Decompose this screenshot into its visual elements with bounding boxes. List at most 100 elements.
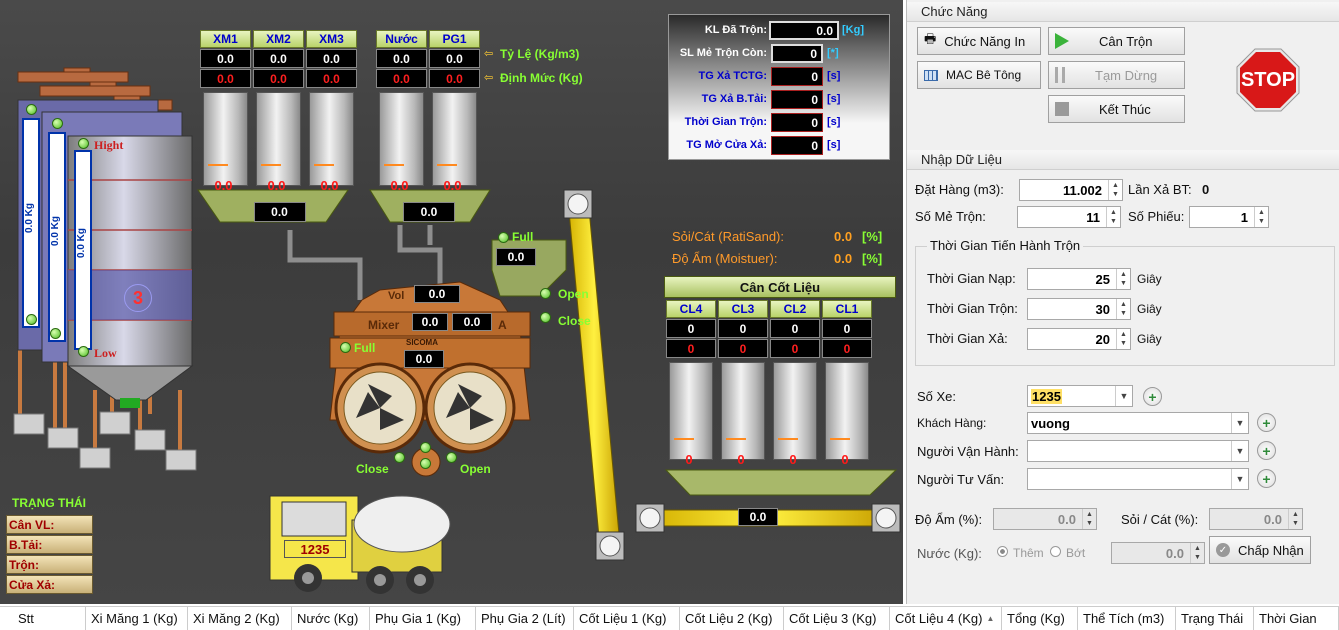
tank-ratio-value: 0 xyxy=(666,319,716,338)
column-header[interactable]: Xi Măng 2 (Kg) xyxy=(188,607,292,630)
column-header[interactable]: Thời Gian xyxy=(1254,607,1339,630)
silo-led xyxy=(26,314,37,325)
info-label: TG Xả TCTG: xyxy=(698,70,767,82)
column-header[interactable]: Thể Tích (m3) xyxy=(1078,607,1176,630)
mix-time-input[interactable]: 30 ▲▼ xyxy=(1027,298,1131,320)
ticket-input[interactable]: 1 ▲▼ xyxy=(1189,206,1269,228)
chevron-down-icon[interactable]: ▼ xyxy=(1115,386,1132,406)
timing-group xyxy=(915,246,1335,366)
silo-led xyxy=(78,346,89,357)
column-header[interactable]: Trạng Thái xyxy=(1176,607,1254,630)
advisor-select[interactable]: ▼ xyxy=(1027,468,1249,490)
add-radio[interactable] xyxy=(997,546,1008,557)
spin-arrows-icon[interactable]: ▲▼ xyxy=(1288,509,1302,529)
subtract-radio[interactable] xyxy=(1050,546,1061,557)
column-header[interactable]: Phụ Gia 2 (Lít) xyxy=(476,607,574,630)
discharge-time-value: 20 xyxy=(1095,331,1110,347)
add-customer-button[interactable]: + xyxy=(1257,413,1276,432)
pause-button[interactable]: Tạm Dừng xyxy=(1048,61,1185,89)
tank-silo xyxy=(669,362,713,460)
tank-ratio-value: 0.0 xyxy=(429,49,480,68)
water-label: Nước (Kg): xyxy=(917,546,982,561)
timing-title: Thời Gian Tiến Hành Trộn xyxy=(927,238,1084,253)
column-header[interactable]: Stt xyxy=(0,607,86,630)
add-operator-button[interactable]: + xyxy=(1257,441,1276,460)
tank-level-indicator xyxy=(674,438,694,440)
column-header[interactable]: Cốt Liệu 1 (Kg) xyxy=(574,607,680,630)
spin-arrows-icon[interactable]: ▲▼ xyxy=(1106,207,1120,227)
arrow-icon: ⇦ xyxy=(484,72,494,84)
batch-label: Số Mẻ Trộn: xyxy=(915,209,986,224)
order-input[interactable]: 11.002 ▲▼ xyxy=(1019,179,1123,201)
mixer-open-led xyxy=(446,452,457,463)
discharge-time-input[interactable]: 20 ▲▼ xyxy=(1027,328,1131,350)
customer-select[interactable]: vuong ▼ xyxy=(1027,412,1249,434)
gravel-input[interactable]: 0.0 ▲▼ xyxy=(1209,508,1303,530)
chevron-down-icon[interactable]: ▼ xyxy=(1231,413,1248,433)
tank-target-value: 0 xyxy=(822,339,872,358)
column-header[interactable]: Phụ Gia 1 (Kg) xyxy=(370,607,476,630)
tank-name: Nước xyxy=(376,30,427,48)
mix-button[interactable]: Cân Trộn xyxy=(1048,27,1185,55)
mix-time-value: 30 xyxy=(1095,301,1110,317)
mixer-a-label: A xyxy=(498,318,507,332)
spin-arrows-icon[interactable]: ▲▼ xyxy=(1116,269,1130,289)
release-label: Lần Xả BT: xyxy=(1128,182,1192,197)
mix-label: Cân Trộn xyxy=(1099,33,1153,49)
tank-target-value: 0.0 xyxy=(306,69,357,88)
tank-target-value: 0 xyxy=(770,339,820,358)
ratio-legend: Tỷ Lệ (Kg/m3) xyxy=(500,47,580,61)
mixer-value-1: 0.0 xyxy=(412,313,448,331)
column-header[interactable]: Nước (Kg) xyxy=(292,607,370,630)
info-unit: [s] xyxy=(827,116,841,128)
column-header[interactable]: Tổng (Kg) xyxy=(1002,607,1078,630)
info-label: TG Mở Cửa Xả: xyxy=(686,139,767,151)
column-header[interactable]: Cốt Liệu 2 (Kg) xyxy=(680,607,784,630)
operator-select[interactable]: ▼ xyxy=(1027,440,1249,462)
plus-icon: + xyxy=(1262,414,1271,431)
chevron-down-icon[interactable]: ▼ xyxy=(1231,441,1248,461)
status-row: Trộn: xyxy=(6,555,93,574)
tank-target-value: 0.0 xyxy=(429,69,480,88)
water-input[interactable]: 0.0 ▲▼ xyxy=(1111,542,1205,564)
accept-button[interactable]: ✓ Chấp Nhận xyxy=(1209,536,1311,564)
spin-arrows-icon[interactable]: ▲▼ xyxy=(1108,180,1122,200)
concrete-mac-button[interactable]: MAC Bê Tông xyxy=(917,61,1041,89)
info-unit: [s] xyxy=(827,139,841,151)
add-advisor-button[interactable]: + xyxy=(1257,469,1276,488)
silo-led xyxy=(50,328,61,339)
tank-level-indicator xyxy=(726,438,746,440)
moisture-input-value: 0.0 xyxy=(1057,511,1076,527)
subtract-radio-label: Bớt xyxy=(1066,546,1086,560)
status-row: Cửa Xả: xyxy=(6,575,93,594)
customer-label: Khách Hàng: xyxy=(917,416,987,430)
tank-ratio-value: 0 xyxy=(770,319,820,338)
chevron-down-icon[interactable]: ▼ xyxy=(1231,469,1248,489)
order-value: 11.002 xyxy=(1062,182,1102,198)
end-button[interactable]: Kết Thúc xyxy=(1048,95,1185,123)
spin-arrows-icon[interactable]: ▲▼ xyxy=(1254,207,1268,227)
load-time-label: Thời Gian Nạp: xyxy=(927,271,1016,286)
operator-label: Người Vận Hành: xyxy=(917,444,1019,459)
spin-arrows-icon[interactable]: ▲▼ xyxy=(1116,299,1130,319)
stop-button[interactable]: STOP xyxy=(1235,47,1301,113)
spin-arrows-icon[interactable]: ▲▼ xyxy=(1082,509,1096,529)
column-header[interactable]: Cốt Liệu 3 (Kg) xyxy=(784,607,890,630)
info-label: SL Mẻ Trộn Còn: xyxy=(679,47,767,59)
spin-arrows-icon[interactable]: ▲▼ xyxy=(1190,543,1204,563)
moisture-unit: [%] xyxy=(862,251,883,266)
column-header[interactable]: Cốt Liệu 4 (Kg)▲ xyxy=(890,607,1002,630)
gravel-input-value: 0.0 xyxy=(1263,511,1282,527)
add-truck-button[interactable]: + xyxy=(1143,387,1162,406)
column-header[interactable]: Xi Măng 1 (Kg) xyxy=(86,607,188,630)
print-function-button[interactable]: 🖶 Chức Năng In xyxy=(917,27,1041,55)
batch-input[interactable]: 11 ▲▼ xyxy=(1017,206,1121,228)
spin-arrows-icon[interactable]: ▲▼ xyxy=(1116,329,1130,349)
water-input-value: 0.0 xyxy=(1165,545,1184,561)
moisture-input[interactable]: 0.0 ▲▼ xyxy=(993,508,1097,530)
silo-led xyxy=(52,118,63,129)
info-value: 0 xyxy=(771,113,823,132)
load-time-input[interactable]: 25 ▲▼ xyxy=(1027,268,1131,290)
tank-silo xyxy=(432,92,477,186)
truck-select[interactable]: 1235 ▼ xyxy=(1027,385,1133,407)
